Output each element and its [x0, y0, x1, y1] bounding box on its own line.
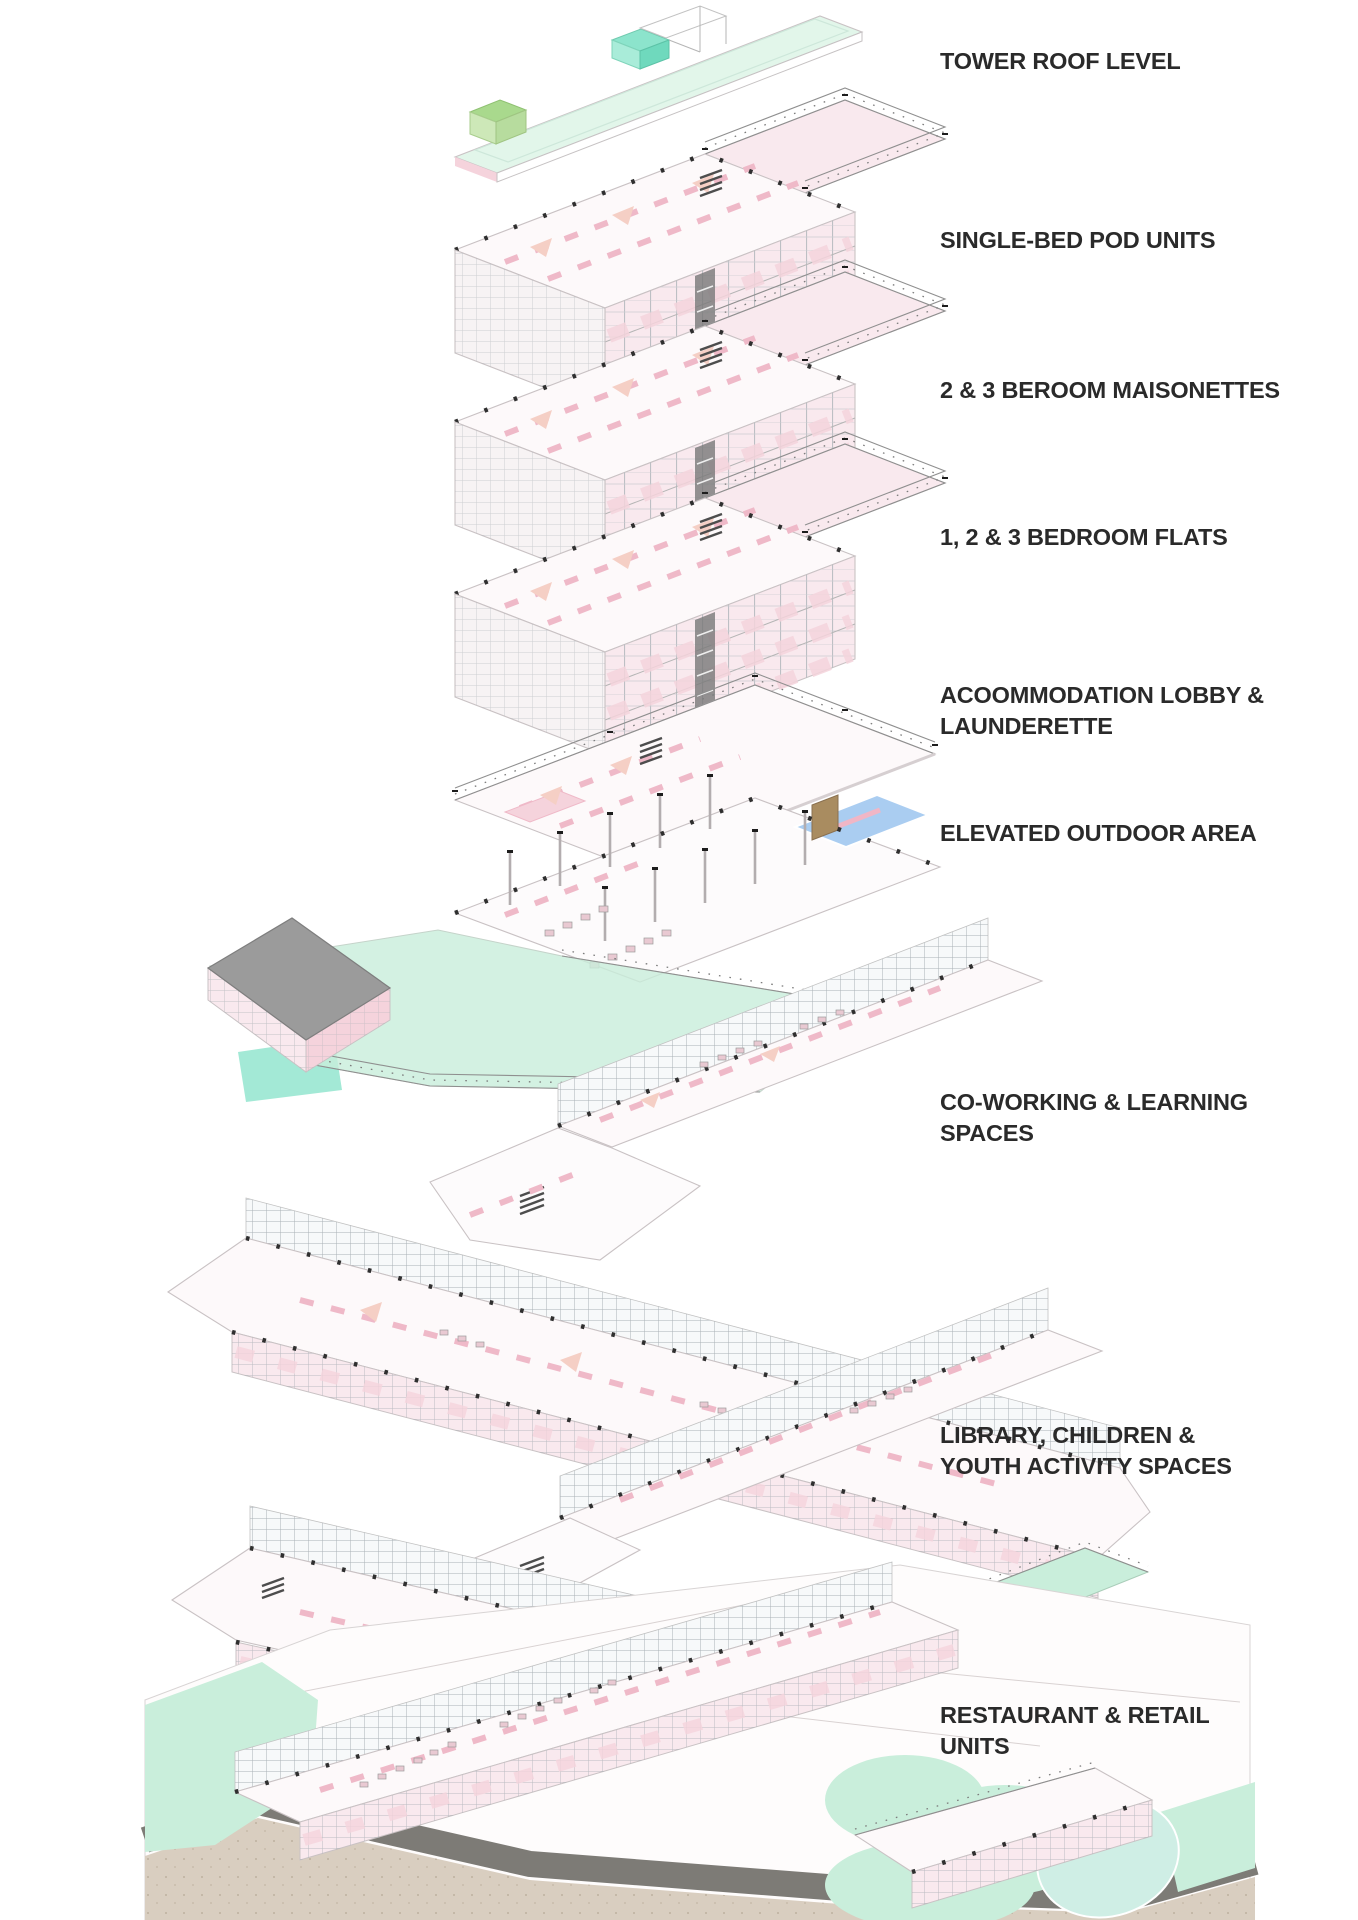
- label-line: 1, 2 & 3 BEDROOM FLATS: [940, 524, 1228, 550]
- level-label-lobby: ACOOMMODATION LOBBY & LAUNDERETTE: [940, 680, 1264, 742]
- laundry-room: [503, 790, 587, 823]
- label-line: LAUNDERETTE: [940, 713, 1113, 739]
- level-label-pod-units: SINGLE-BED POD UNITS: [940, 225, 1216, 256]
- level-tower-roof: [453, 5, 864, 183]
- label-line: ELEVATED OUTDOOR AREA: [940, 820, 1257, 846]
- retail-wing: [853, 1761, 1154, 1909]
- pavilion: [206, 917, 392, 1073]
- label-line: RESTAURANT & RETAIL: [940, 1702, 1210, 1728]
- level-label-outdoor: ELEVATED OUTDOOR AREA: [940, 818, 1257, 849]
- stair-core-block: [429, 1127, 702, 1261]
- restaurant-tables: [359, 1679, 617, 1788]
- label-line: SINGLE-BED POD UNITS: [940, 227, 1216, 253]
- landscape-right: [1160, 1782, 1255, 1892]
- level-label-maisonettes: 2 & 3 BEROOM MAISONETTES: [940, 375, 1280, 406]
- level-ground-site: [140, 1561, 1259, 1920]
- level-label-library: LIBRARY, CHILDREN & YOUTH ACTIVITY SPACE…: [940, 1420, 1232, 1482]
- label-line: ACOOMMODATION LOBBY &: [940, 682, 1264, 708]
- desks: [699, 1009, 845, 1068]
- upper-wing: [556, 917, 1044, 1148]
- label-line: LIBRARY, CHILDREN &: [940, 1422, 1196, 1448]
- columns: [507, 774, 808, 941]
- label-line: 2 & 3 BEROOM MAISONETTES: [940, 377, 1280, 403]
- level-label-tower-roof: TOWER ROOF LEVEL: [940, 46, 1181, 77]
- teal-plant-box: [610, 5, 728, 70]
- reading-tables: [849, 1386, 913, 1414]
- upper-wing: [558, 1287, 1104, 1540]
- green-roof-cube: [468, 99, 528, 145]
- restaurant-wing: [233, 1561, 960, 1861]
- label-line: CO-WORKING & LEARNING: [940, 1089, 1248, 1115]
- label-line: YOUTH ACTIVITY SPACES: [940, 1453, 1232, 1479]
- level-label-flats: 1, 2 & 3 BEDROOM FLATS: [940, 522, 1228, 553]
- pavilion-roof: [206, 917, 392, 1041]
- level-lobby-launderette: [452, 672, 938, 871]
- label-line: UNITS: [940, 1733, 1010, 1759]
- level-label-coworking: CO-WORKING & LEARNING SPACES: [940, 1087, 1248, 1149]
- label-line: TOWER ROOF LEVEL: [940, 48, 1181, 74]
- fence: [452, 672, 938, 801]
- label-line: SPACES: [940, 1120, 1034, 1146]
- roof-edge: [455, 157, 497, 182]
- level-label-restaurant: RESTAURANT & RETAIL UNITS: [940, 1700, 1210, 1762]
